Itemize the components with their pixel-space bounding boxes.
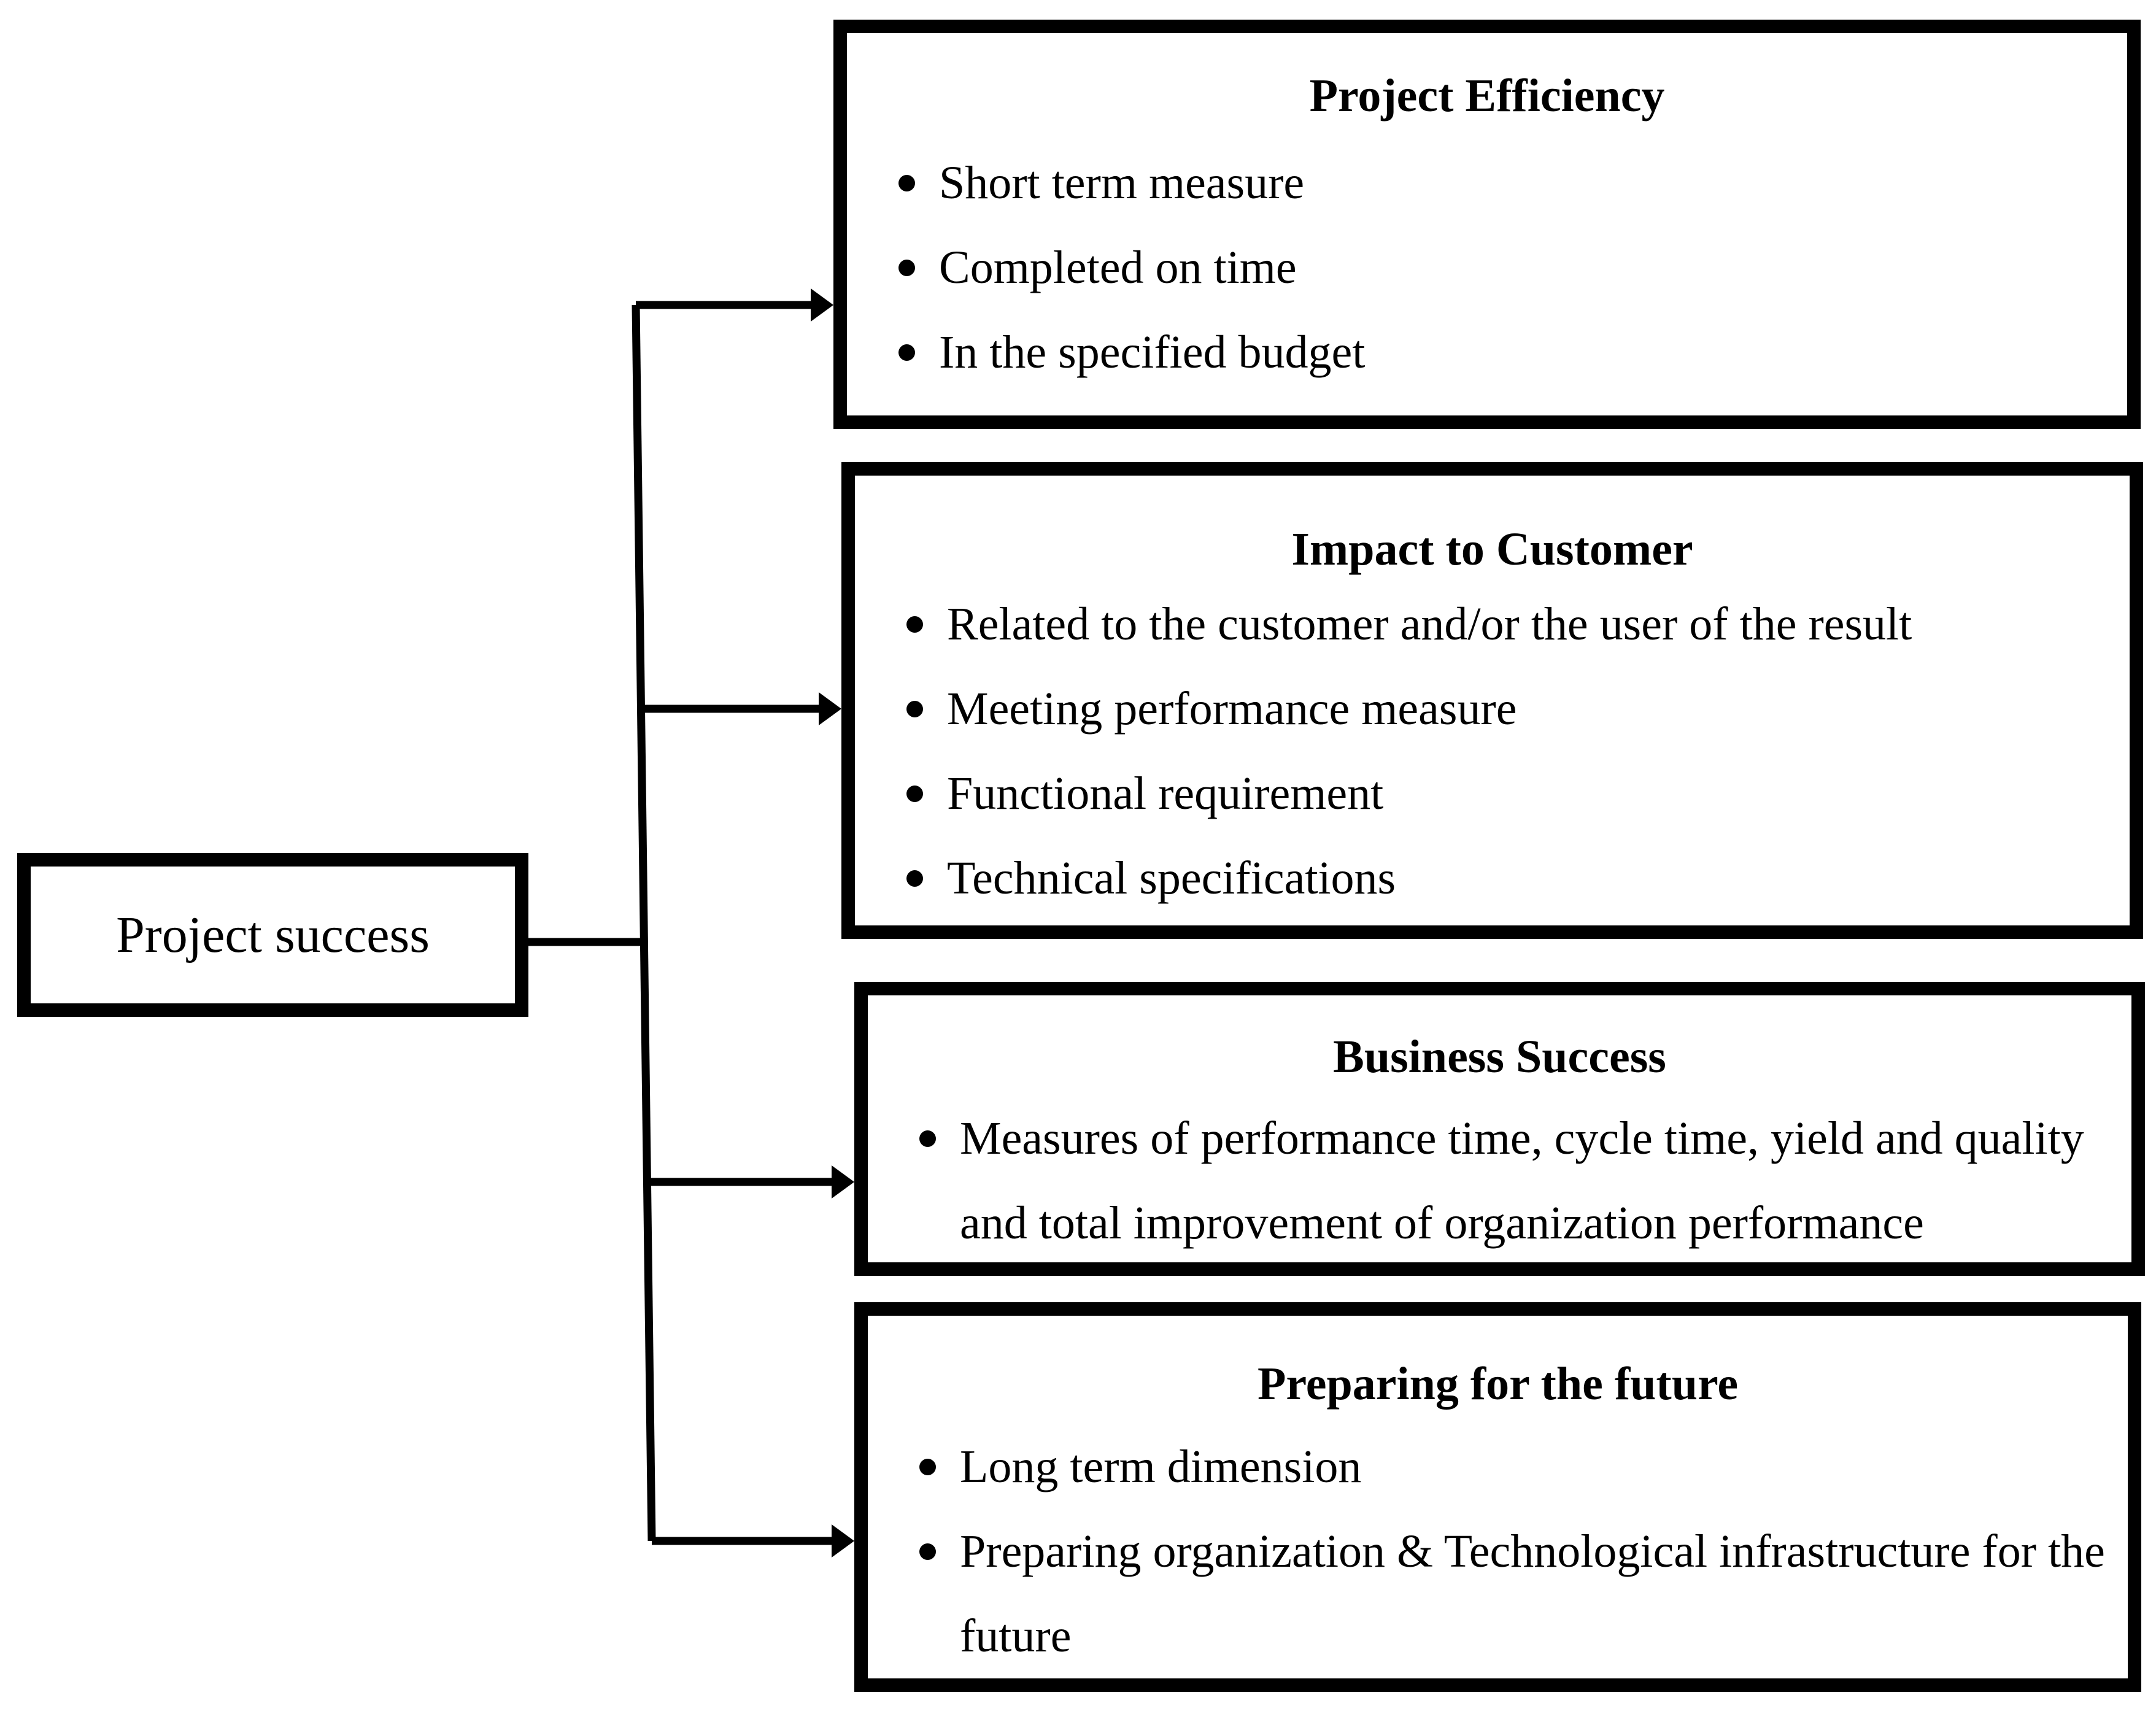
bullet-dot: [906, 616, 923, 633]
arrowhead-icon-project-efficiency: [811, 288, 833, 322]
bullet-text: Functional requirement: [947, 768, 1384, 819]
bullet-text: Technical specifications: [947, 852, 1396, 904]
bullet-item: Measures of performance time, cycle time…: [868, 1096, 2119, 1265]
preparing-for-future-box: Preparing for the future Long term dimen…: [854, 1302, 2141, 1692]
bullet-dot: [898, 175, 915, 191]
bullet-dot: [919, 1459, 936, 1475]
bullet-item: Technical specifications: [855, 836, 2117, 921]
bullet-text: Long term dimension: [960, 1441, 1362, 1492]
bullet-text: Short term measure: [939, 157, 1305, 209]
bullet-text: Measures of performance time, cycle time…: [960, 1113, 2084, 1249]
bullet-item: Related to the customer and/or the user …: [855, 582, 2117, 666]
box-title: Preparing for the future: [1257, 1358, 1739, 1410]
bullet-item: Completed on time: [847, 225, 2115, 310]
bullet-list: Measures of performance time, cycle time…: [868, 1096, 2131, 1265]
bullet-list: Long term dimension Preparing organizati…: [868, 1424, 2128, 1678]
impact-to-customer-box: Impact to Customer Related to the custom…: [841, 462, 2143, 939]
project-efficiency-box: Project Efficiency Short term measure Co…: [833, 20, 2141, 429]
bullet-dot: [898, 344, 915, 361]
bullet-dot: [898, 260, 915, 276]
arrowhead-icon-impact-to-customer: [819, 692, 841, 725]
project-success-label: Project success: [116, 906, 430, 963]
bullet-item: In the specified budget: [847, 310, 2115, 395]
business-success-box: Business Success Measures of performance…: [854, 982, 2145, 1276]
bullet-text: Meeting performance measure: [947, 683, 1517, 735]
bullet-dot: [919, 1130, 936, 1147]
bullet-text: Related to the customer and/or the user …: [947, 598, 1912, 650]
bullet-list: Related to the customer and/or the user …: [855, 582, 2130, 921]
connector-trunk-line: [632, 304, 656, 1542]
bullet-dot: [919, 1543, 936, 1560]
bullet-dot: [906, 870, 923, 887]
bullet-text: Preparing organization & Technological i…: [960, 1526, 2105, 1662]
bullet-list: Short term measure Completed on time In …: [847, 141, 2127, 395]
box-title: Impact to Customer: [1291, 523, 1693, 575]
box-title: Business Success: [1333, 1031, 1666, 1083]
bullet-item: Short term measure: [847, 141, 2115, 225]
bullet-text: In the specified budget: [939, 326, 1366, 378]
bullet-item: Long term dimension: [868, 1424, 2115, 1509]
arrowhead-icon-preparing-future: [832, 1524, 854, 1558]
bullet-item: Meeting performance measure: [855, 666, 2117, 751]
bullet-dot: [906, 701, 923, 717]
arrowhead-icon-business-success: [832, 1165, 854, 1199]
project-success-box: Project success: [17, 853, 528, 1017]
box-title: Project Efficiency: [1309, 70, 1665, 122]
bullet-text: Completed on time: [939, 242, 1297, 293]
bullet-item: Functional requirement: [855, 751, 2117, 836]
bullet-dot: [906, 786, 923, 802]
bullet-item: Preparing organization & Technological i…: [868, 1509, 2115, 1678]
